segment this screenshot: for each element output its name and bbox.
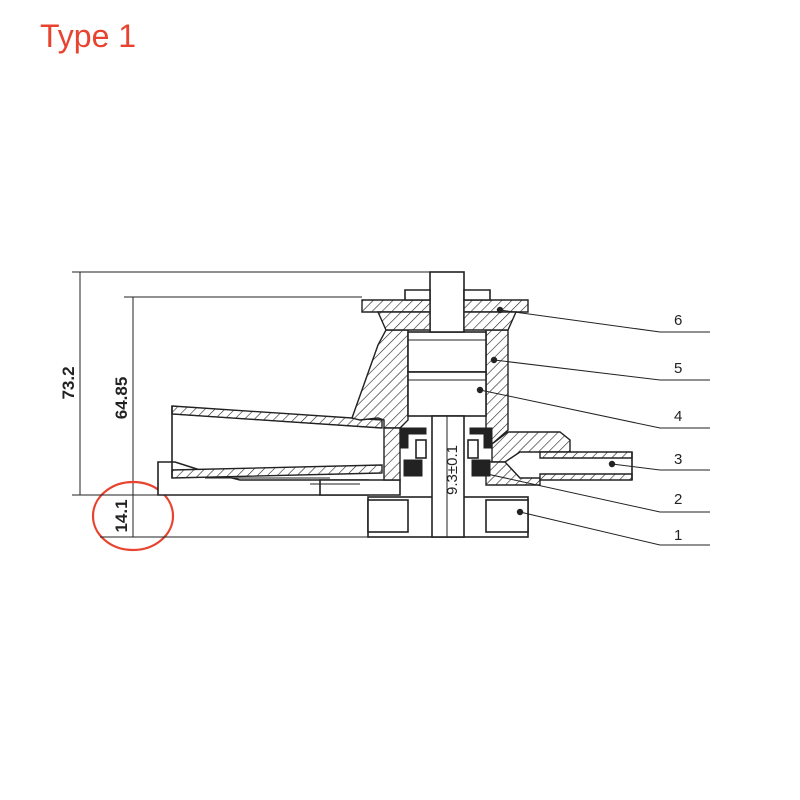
lower-body [157,461,401,496]
pulley-flange [361,289,529,331]
dimension-14-1-label: 14.1 [112,499,131,532]
bearing-lower [407,371,487,417]
callout-labels: 6 5 4 3 2 1 [674,312,682,544]
callout-2: 2 [674,491,682,508]
outlet-nipple [539,451,633,481]
callout-leaders [474,306,710,546]
bearing-upper [407,331,487,373]
shaft-diameter-label: 9.3±0.1 [444,445,461,495]
dimension-73-2-label: 73.2 [59,366,78,399]
inlet-pipe [171,405,383,479]
diagram-title: Type 1 [40,18,137,54]
dimension-64-85-label: 64.85 [112,377,131,420]
highlight-circle [91,480,175,552]
dimension-upper: 64.85 [112,296,362,495]
callout-4: 4 [674,408,682,425]
callout-3: 3 [674,451,682,468]
callout-1: 1 [674,527,682,544]
callout-5: 5 [674,360,682,377]
dimension-base: 14.1 [112,495,370,538]
mechanical-seal [399,427,493,477]
shaft: 9.3±0.1 [429,271,465,538]
callout-6: 6 [674,312,682,329]
